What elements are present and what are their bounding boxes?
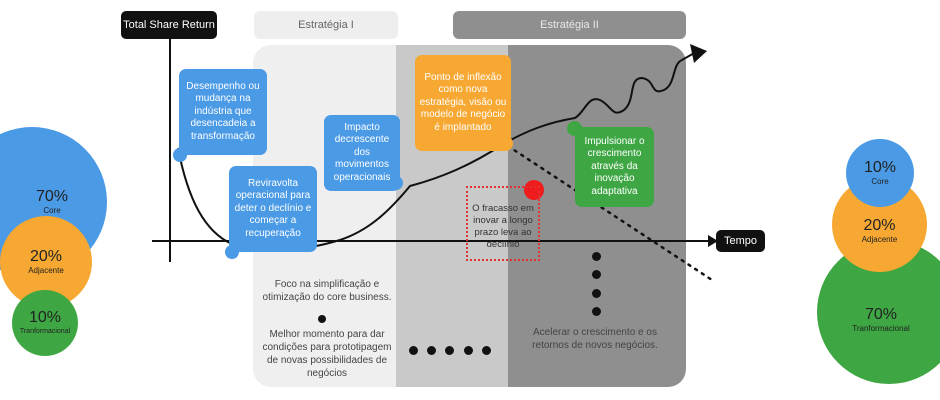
right-mix-adjacent-percent: 20% [863,216,896,234]
right-mix-transformational-label: Tranformacional [852,324,910,333]
left-mix-transformational-percent: 10% [28,309,61,326]
failure-note: O fracasso em inovar a longo prazo leva … [472,203,534,250]
curve-marker-growth [567,121,582,136]
note-separator-dot [318,315,326,323]
sequence-dot [409,346,418,355]
note-simplification: Foco na simplificação e otimização do co… [262,279,392,303]
x-axis-arrowhead [708,235,718,247]
sequence-dot [592,307,601,316]
sequence-dot [445,346,454,355]
sequence-dot [427,346,436,355]
stage-panel-strategy-2 [508,45,686,387]
sequence-dot [592,270,601,279]
sequence-dot [482,346,491,355]
callout-inflection-point: Ponto de inflexão como nova estratégia, … [415,55,511,151]
phase-tab-strategy-1: Estratégia I [254,11,398,39]
left-mix-core-percent: 70% [35,188,69,205]
left-mix-core-label: Core [43,206,61,215]
callout-industry-change: Desempenho ou mudança na indústria que d… [179,69,267,155]
right-mix-core-circle: 10% Core [846,139,914,207]
callout-operational-turnaround: Reviravolta operacional para deter o dec… [229,166,317,252]
left-mix-adjacent-label: Adjacente [28,266,64,275]
curve-marker-2 [225,245,239,259]
failure-note-box [466,186,540,261]
note-acceleration: Acelerar o crescimento e os retornos de … [532,327,658,351]
left-mix-transformational-label: Tranformacional [19,328,71,335]
curve-marker-inflection [498,136,513,151]
right-mix-core-label: Core [871,177,889,186]
curve-marker-1 [173,148,187,162]
growth-arrowhead [690,44,707,63]
sequence-dot [592,289,601,298]
right-mix-transformational-percent: 70% [864,306,897,323]
callout-diminishing-impact: Impacto decrescente dos movimentos opera… [324,115,400,191]
decline-path [506,144,714,282]
sequence-dot [464,346,473,355]
x-axis-label: Tempo [716,230,765,252]
sequence-dot [592,252,601,261]
left-mix-transformational-circle: 10% Tranformacional [12,290,78,356]
y-axis-label: Total Share Return [121,11,217,39]
right-mix-core-percent: 10% [863,159,897,176]
left-mix-adjacent-percent: 20% [29,248,63,265]
phase-tab-strategy-2: Estratégia II [453,11,686,39]
note-prototyping: Melhor momento para dar condições para p… [262,329,392,379]
curve-marker-3 [389,176,403,190]
callout-adaptive-innovation: Impulsionar o crescimento através da ino… [575,127,654,207]
right-mix-adjacent-label: Adjacente [861,234,898,244]
